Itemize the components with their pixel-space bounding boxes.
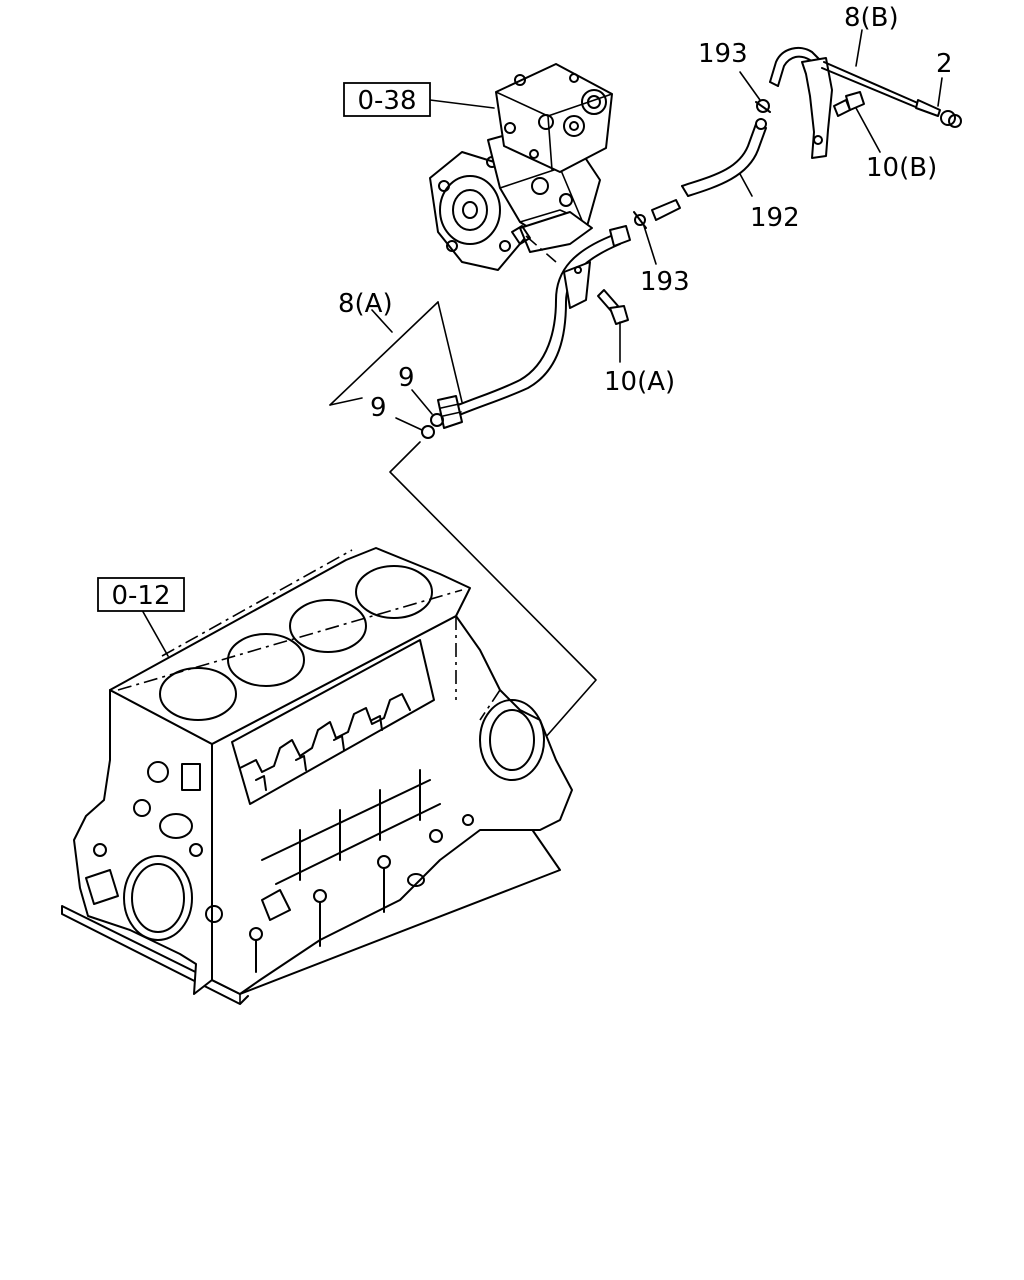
part-193-upper-label: 193 [698, 39, 748, 69]
leader-10b [855, 107, 881, 153]
oil-pipe-8a-drawing [437, 225, 631, 429]
leader-0-38 [429, 99, 495, 109]
part-193-lower-label: 193 [640, 267, 690, 297]
part-8a-label: 8(A) [338, 289, 393, 319]
part-9-upper-label: 9 [398, 363, 415, 393]
leader-0-12 [141, 609, 169, 657]
ref-box-0-12 [97, 577, 185, 612]
part-10a-label: 10(A) [604, 367, 675, 397]
part-192-label: 192 [750, 203, 800, 233]
part-9-lower-label: 9 [370, 393, 387, 423]
leaders-8a-9 [329, 301, 463, 431]
air-compressor-drawing [429, 63, 613, 271]
leader-2 [937, 77, 943, 107]
clip-193-upper-drawing [755, 99, 771, 113]
bolt-10a-drawing [597, 289, 629, 325]
ref-0-38-label: 0-38 [357, 86, 416, 116]
ref-box-0-38 [343, 82, 431, 117]
leader-193-lower [643, 225, 657, 265]
cylinder-block-drawing [61, 547, 573, 1005]
part-2-label: 2 [936, 49, 953, 79]
ref-0-12-label: 0-12 [111, 581, 170, 611]
o-rings-9 [421, 413, 444, 439]
oil-port [407, 873, 425, 887]
hose-192-drawing [651, 118, 767, 221]
bolt-10b-drawing [833, 91, 865, 117]
part-10b-label: 10(B) [866, 153, 937, 183]
leader-8b [855, 29, 863, 67]
oil-pipe-8b-drawing [769, 46, 962, 159]
part-8b-label: 8(B) [844, 3, 899, 33]
leader-193-upper [739, 71, 761, 101]
leader-192 [739, 173, 753, 197]
